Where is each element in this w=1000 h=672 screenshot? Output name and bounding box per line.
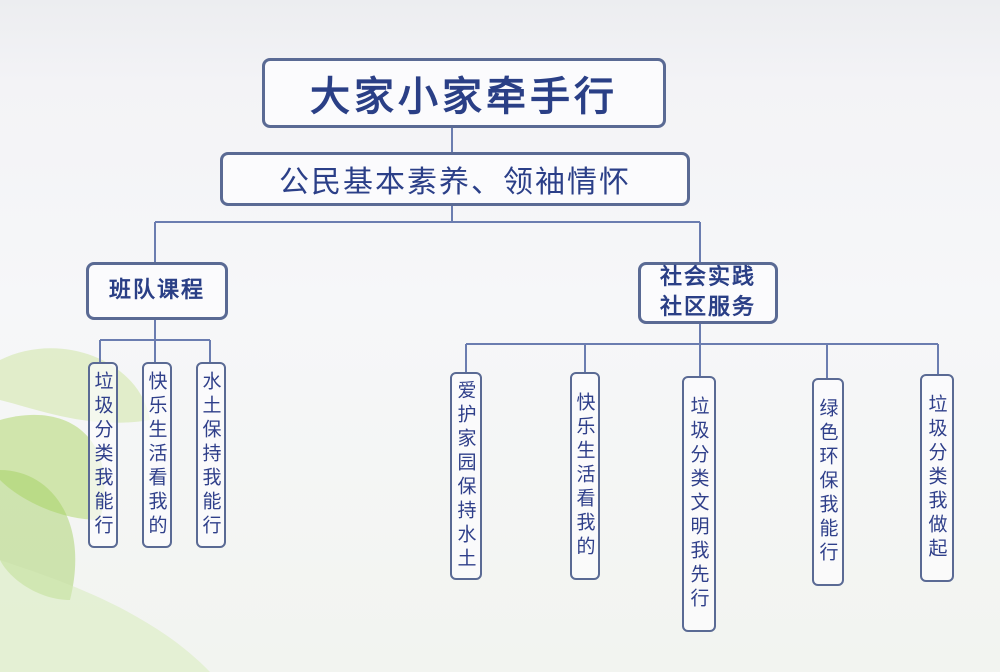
chart-title: 大家小家牵手行 [262, 58, 666, 128]
chart-title-text: 大家小家牵手行 [310, 74, 618, 120]
branch-label: 班队课程 [108, 278, 205, 303]
branch-label: 社会实践 社区服务 [659, 265, 756, 320]
leaf-node-label: 绿色环保我能行 [816, 398, 839, 566]
leaf-shape [0, 560, 210, 672]
leaf-node-label: 快乐生活看我的 [145, 371, 168, 539]
leaf-node-label: 爱护家园保持水土 [454, 380, 477, 572]
leaf-shape [0, 414, 105, 520]
branch-social-practice: 社会实践 社区服务 [638, 262, 778, 324]
leaf-node-label: 快乐生活看我的 [573, 392, 596, 560]
leaf-node-label: 垃圾分类我做起 [925, 394, 948, 562]
chart-subtitle-text: 公民基本素养、领袖情怀 [279, 165, 631, 200]
leaf-node-label: 垃圾分类我能行 [91, 371, 114, 539]
leaf-node: 快乐生活看我的 [570, 372, 600, 580]
leaf-node: 垃圾分类我能行 [88, 362, 118, 548]
leaf-node: 垃圾分类文明我先行 [682, 376, 716, 632]
leaf-node: 水土保持我能行 [196, 362, 226, 548]
chart-subtitle: 公民基本素养、领袖情怀 [220, 152, 690, 206]
leaf-node: 绿色环保我能行 [812, 378, 844, 586]
leaf-node: 爱护家园保持水土 [450, 372, 482, 580]
leaf-node-label: 垃圾分类文明我先行 [687, 396, 710, 612]
branch-class-course: 班队课程 [86, 262, 228, 320]
leaf-node-label: 水土保持我能行 [199, 371, 222, 539]
leaf-node: 垃圾分类我做起 [920, 374, 954, 582]
leaf-node: 快乐生活看我的 [142, 362, 172, 548]
